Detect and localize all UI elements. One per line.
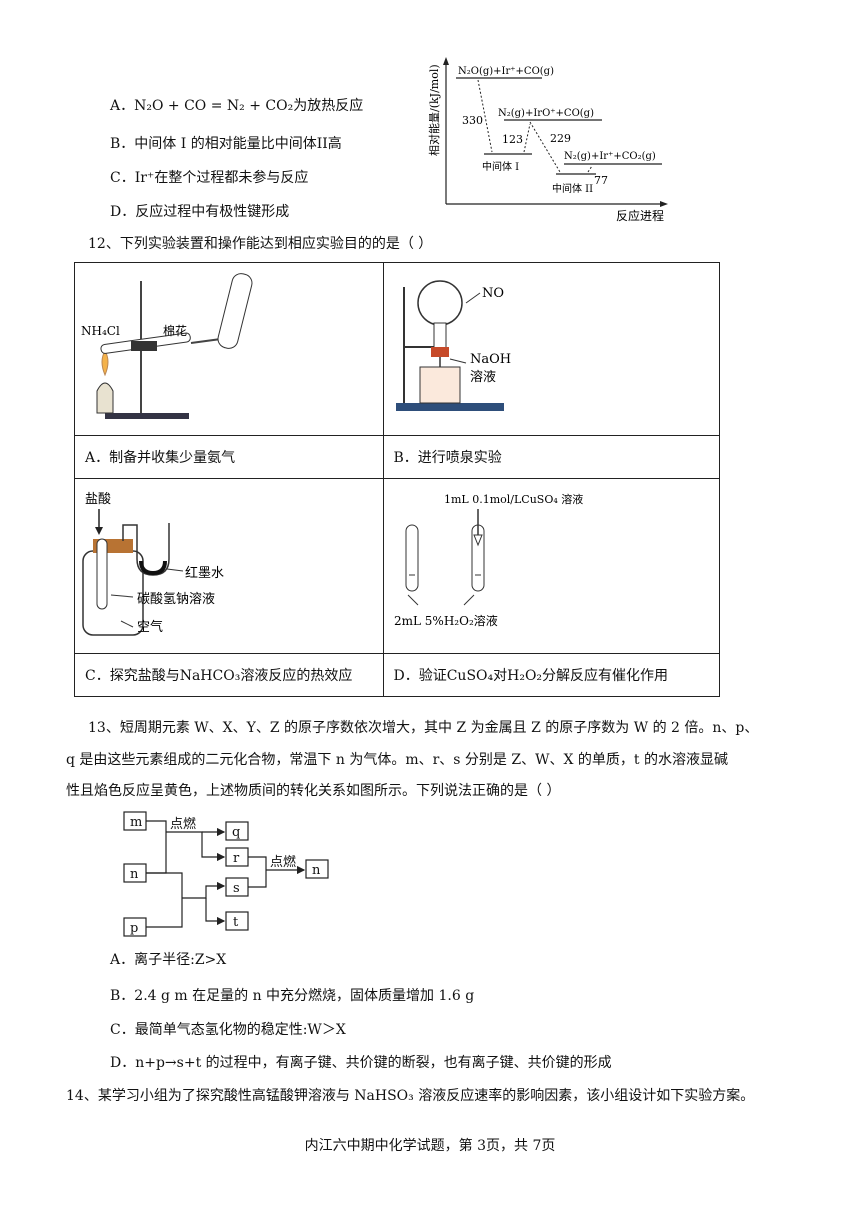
flow-q: q bbox=[232, 825, 240, 840]
q14-stem: 14、某学习小组为了探究酸性高锰酸钾溶液与 NaHSO₃ 溶液反应速率的影响因素… bbox=[66, 1088, 755, 1104]
q13-line2: q 是由这些元素组成的二元化合物，常温下 n 为气体。m、r、s 分别是 Z、W… bbox=[66, 752, 728, 768]
collection-tube bbox=[217, 273, 253, 349]
q13-option-b: B．2.4 g m 在足量的 n 中充分燃烧，固体质量增加 1.6 g bbox=[110, 988, 475, 1004]
q12-stem: 12、下列实验装置和操作能达到相应实验目的的是（ ） bbox=[88, 236, 433, 252]
arrow-head bbox=[95, 527, 103, 535]
leader-2 bbox=[463, 594, 474, 606]
label-cotton: 棉花 bbox=[163, 323, 187, 338]
flow-m: m bbox=[130, 815, 142, 830]
flame bbox=[101, 350, 109, 377]
beaker bbox=[419, 366, 460, 404]
stand-base bbox=[395, 403, 504, 411]
label-air: 空气 bbox=[137, 619, 163, 635]
box-t bbox=[225, 911, 249, 931]
label-naoh: NaOH bbox=[470, 352, 511, 367]
leader-ink bbox=[166, 568, 184, 572]
flow-p: p bbox=[130, 921, 138, 936]
value-229: 229 bbox=[550, 132, 571, 145]
link-np bbox=[146, 872, 183, 928]
q13-option-d: D．n+p→s+t 的过程中，有离子键、共价键的断裂，也有离子键、共价键的形成 bbox=[110, 1055, 612, 1071]
label-solution: 溶液 bbox=[470, 370, 496, 385]
level2-label: N₂(g)+IrO⁺+CO(g) bbox=[498, 108, 594, 119]
label-cuso4: 1mL 0.1mol/LCuSO₄ 溶液 bbox=[444, 492, 583, 506]
stopper bbox=[430, 347, 449, 357]
y-axis-label: 相对能量/(kJ/mol) bbox=[427, 64, 441, 156]
link-mn bbox=[146, 820, 167, 874]
value-330: 330 bbox=[462, 114, 483, 127]
flow-n2: n bbox=[312, 863, 321, 878]
q12-options-table: NH₄Cl 棉花 NO NaOH 溶液 A．制备并收集少量氨气 bbox=[74, 262, 720, 697]
q13-option-c: C．最简单气态氢化物的稳定性:W＞X bbox=[110, 1022, 346, 1038]
alcohol-burner bbox=[96, 382, 114, 414]
label-hcl: 盐酸 bbox=[85, 492, 111, 507]
q11-option-a: A．N₂O + CO = N₂ + CO₂为放热反应 bbox=[110, 98, 364, 114]
flow-s: s bbox=[233, 881, 240, 896]
flow-diagram: m n p q r s t n 点燃 点燃 bbox=[123, 811, 329, 937]
inner-tube bbox=[96, 538, 108, 610]
box-n2 bbox=[305, 859, 329, 879]
level1-label: N₂O(g)+Ir⁺+CO(g) bbox=[458, 66, 554, 77]
flow-n: n bbox=[130, 867, 139, 882]
apparatus-d: 1mL 0.1mol/LCuSO₄ 溶液 2mL 5%H₂O₂溶液 bbox=[394, 492, 583, 628]
label-nahco3: 碳酸氢钠溶液 bbox=[137, 592, 215, 607]
label-no: NO bbox=[482, 286, 504, 301]
leader-1 bbox=[407, 594, 418, 606]
intermediate-2-label: 中间体 II bbox=[552, 182, 593, 195]
red-ink bbox=[139, 560, 167, 576]
box-q bbox=[225, 821, 249, 841]
u-tube bbox=[122, 523, 170, 576]
leader-nahco3 bbox=[110, 594, 134, 598]
flow-t: t bbox=[233, 915, 239, 930]
q13-option-a: A．离子半径:Z>X bbox=[110, 952, 227, 968]
energy-diagram: 相对能量/(kJ/mol) 反应进程 N₂O(g)+Ir⁺+CO(g) N₂(g… bbox=[427, 57, 668, 223]
arrow-to-r bbox=[166, 831, 226, 862]
caption-a: A．制备并收集少量氨气 bbox=[74, 435, 384, 479]
arrow-to-t bbox=[205, 898, 226, 926]
flow-r: r bbox=[233, 851, 240, 866]
flask-neck bbox=[433, 322, 446, 352]
y-axis-arrow bbox=[443, 57, 449, 65]
transition-3 bbox=[529, 121, 561, 173]
level3-label: N₂(g)+Ir⁺+CO₂(g) bbox=[564, 151, 656, 162]
flow-ignite-2: 点燃 bbox=[270, 854, 296, 870]
label-h2o2: 2mL 5%H₂O₂溶液 bbox=[394, 613, 498, 628]
q11-option-c: C．Ir⁺在整个过程都未参与反应 bbox=[110, 170, 309, 186]
intermediate-1-label: 中间体 I bbox=[482, 160, 519, 173]
x-axis-arrow bbox=[660, 201, 668, 207]
stand-base bbox=[105, 413, 189, 419]
q13-line3: 性且焰色反应呈黄色，上述物质间的转化关系如图所示。下列说法正确的是（ ） bbox=[66, 783, 561, 799]
dropper-tip bbox=[472, 534, 483, 547]
apparatus-c: 盐酸 红墨水 碳酸氢钠溶液 空气 bbox=[82, 492, 224, 636]
transition-2 bbox=[523, 123, 531, 153]
leader-naoh bbox=[449, 358, 466, 364]
label-nh4cl: NH₄Cl bbox=[81, 324, 120, 338]
x-axis-label: 反应进程 bbox=[616, 208, 664, 223]
leader-no bbox=[465, 292, 480, 304]
caption-c: C．探究盐酸与NaHCO₃溶液反应的热效应 bbox=[74, 653, 384, 697]
leader-air bbox=[120, 620, 134, 628]
link-rs bbox=[248, 856, 267, 888]
test-tube-1 bbox=[405, 524, 418, 592]
apparatus-b: NO NaOH 溶液 bbox=[395, 280, 511, 411]
label-ink: 红墨水 bbox=[185, 565, 224, 581]
q11-option-d: D．反应过程中有极性键形成 bbox=[110, 204, 290, 220]
flow-ignite-1: 点燃 bbox=[170, 816, 196, 832]
arrow-to-s bbox=[182, 881, 226, 899]
bottle bbox=[82, 550, 144, 636]
transition-1 bbox=[477, 79, 493, 153]
transition-4 bbox=[587, 165, 593, 173]
caption-b: B．进行喷泉实验 bbox=[382, 435, 720, 479]
q13-line1: 13、短周期元素 W、X、Y、Z 的原子序数依次增大，其中 Z 为金属且 Z 的… bbox=[88, 720, 759, 736]
caption-d: D．验证CuSO₄对H₂O₂分解反应有催化作用 bbox=[382, 653, 720, 697]
apparatus-a: NH₄Cl 棉花 bbox=[81, 273, 253, 419]
value-123: 123 bbox=[502, 133, 523, 146]
clamp bbox=[131, 341, 157, 351]
value-77: 77 bbox=[594, 174, 608, 187]
q11-option-b: B．中间体 I 的相对能量比中间体II高 bbox=[110, 136, 342, 152]
page-footer: 内江六中期中化学试题，第 3页，共 7页 bbox=[304, 1138, 556, 1154]
round-flask bbox=[416, 280, 463, 326]
